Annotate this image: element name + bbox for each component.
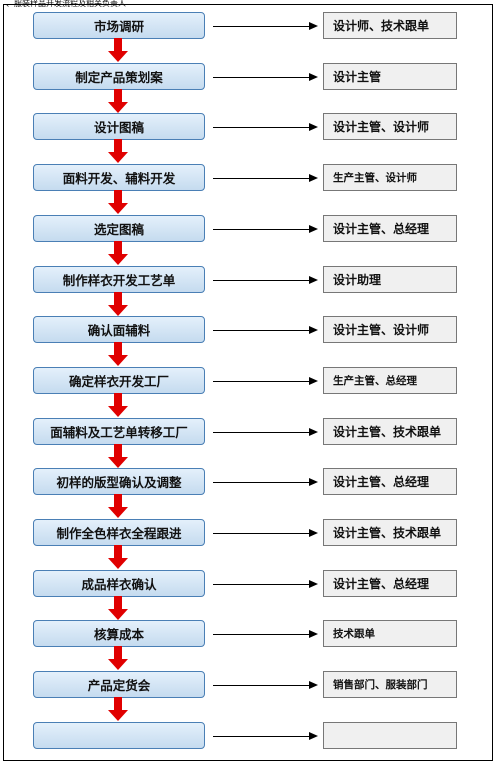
page-header-text: 、服装样品开发流程及相关负责人 xyxy=(6,0,126,8)
process-step: 面料开发、辅料开发 xyxy=(33,164,205,191)
arrow-down-icon xyxy=(108,241,128,265)
arrow-right-icon xyxy=(309,225,318,233)
arrow-right-icon xyxy=(309,123,318,131)
connector-line xyxy=(213,584,311,585)
arrow-right-icon xyxy=(309,73,318,81)
diagram-frame xyxy=(3,4,493,761)
arrow-right-icon xyxy=(309,22,318,30)
connector-line xyxy=(213,533,311,534)
arrow-right-icon xyxy=(309,580,318,588)
responsible-role: 设计主管、总经理 xyxy=(323,215,457,242)
arrow-right-icon xyxy=(309,428,318,436)
responsible-role: 设计主管、设计师 xyxy=(323,113,457,140)
connector-line xyxy=(213,685,311,686)
responsible-role: 设计主管、技术跟单 xyxy=(323,519,457,546)
connector-line xyxy=(213,381,311,382)
process-step: 市场调研 xyxy=(33,12,205,39)
connector-line xyxy=(213,432,311,433)
connector-line xyxy=(213,127,311,128)
connector-line xyxy=(213,634,311,635)
responsible-role: 设计主管 xyxy=(323,63,457,90)
arrow-down-icon xyxy=(108,697,128,721)
arrow-down-icon xyxy=(108,646,128,670)
process-step: 制作样衣开发工艺单 xyxy=(33,266,205,293)
process-step: 制定产品策划案 xyxy=(33,63,205,90)
responsible-role xyxy=(323,722,457,749)
arrow-right-icon xyxy=(309,529,318,537)
responsible-role: 生产主管、总经理 xyxy=(323,367,457,394)
process-step: 确认面辅料 xyxy=(33,316,205,343)
connector-line xyxy=(213,482,311,483)
arrow-down-icon xyxy=(108,89,128,113)
arrow-right-icon xyxy=(309,326,318,334)
arrow-right-icon xyxy=(309,630,318,638)
responsible-role: 设计主管、技术跟单 xyxy=(323,418,457,445)
connector-line xyxy=(213,229,311,230)
arrow-right-icon xyxy=(309,478,318,486)
process-step: 产品定货会 xyxy=(33,671,205,698)
process-step: 设计图稿 xyxy=(33,113,205,140)
arrow-right-icon xyxy=(309,681,318,689)
arrow-down-icon xyxy=(108,139,128,163)
connector-line xyxy=(213,330,311,331)
process-step: 初样的版型确认及调整 xyxy=(33,468,205,495)
arrow-down-icon xyxy=(108,444,128,468)
arrow-down-icon xyxy=(108,342,128,366)
responsible-role: 设计助理 xyxy=(323,266,457,293)
process-step: 制作全色样衣全程跟进 xyxy=(33,519,205,546)
process-step: 面辅料及工艺单转移工厂 xyxy=(33,418,205,445)
arrow-down-icon xyxy=(108,190,128,214)
responsible-role: 技术跟单 xyxy=(323,620,457,647)
process-step: 选定图稿 xyxy=(33,215,205,242)
connector-line xyxy=(213,736,311,737)
responsible-role: 设计主管、设计师 xyxy=(323,316,457,343)
responsible-role: 设计主管、总经理 xyxy=(323,468,457,495)
responsible-role: 销售部门、服装部门 xyxy=(323,671,457,698)
process-step xyxy=(33,722,205,749)
arrow-down-icon xyxy=(108,393,128,417)
arrow-right-icon xyxy=(309,174,318,182)
connector-line xyxy=(213,77,311,78)
arrow-down-icon xyxy=(108,292,128,316)
process-step: 确定样衣开发工厂 xyxy=(33,367,205,394)
responsible-role: 设计主管、总经理 xyxy=(323,570,457,597)
arrow-right-icon xyxy=(309,377,318,385)
process-step: 核算成本 xyxy=(33,620,205,647)
connector-line xyxy=(213,178,311,179)
arrow-right-icon xyxy=(309,732,318,740)
responsible-role: 生产主管、设计师 xyxy=(323,164,457,191)
connector-line xyxy=(213,280,311,281)
connector-line xyxy=(213,26,311,27)
arrow-down-icon xyxy=(108,545,128,569)
arrow-down-icon xyxy=(108,38,128,62)
arrow-right-icon xyxy=(309,276,318,284)
arrow-down-icon xyxy=(108,494,128,518)
arrow-down-icon xyxy=(108,596,128,620)
process-step: 成品样衣确认 xyxy=(33,570,205,597)
responsible-role: 设计师、技术跟单 xyxy=(323,12,457,39)
